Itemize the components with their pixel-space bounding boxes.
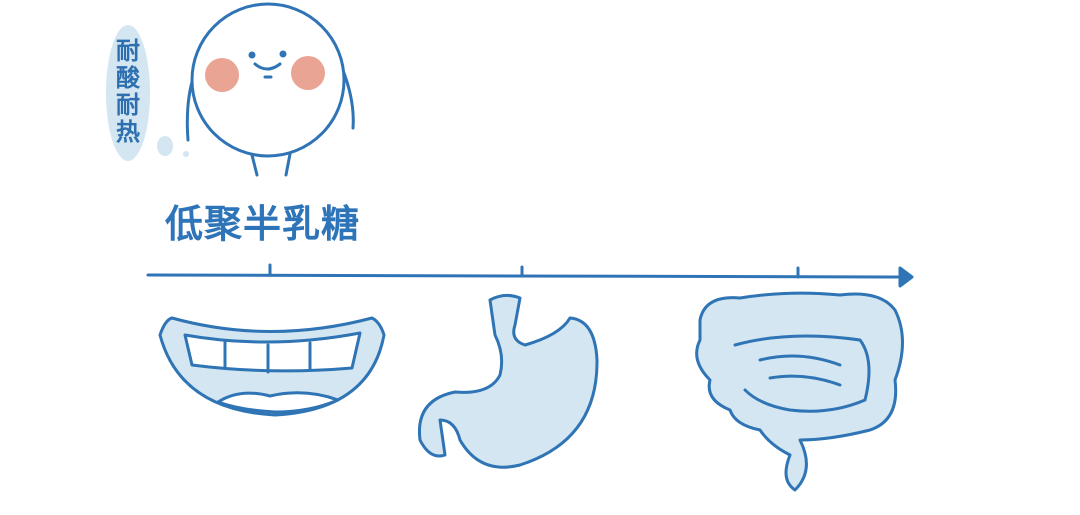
timeline-axis [146, 263, 914, 288]
thought-bubble [106, 25, 150, 161]
intestine-icon [695, 291, 904, 492]
mouth-icon [158, 316, 386, 417]
thought-bubble-dot [183, 151, 189, 157]
character-label: 低聚半乳糖 [165, 202, 361, 246]
stomach-icon [417, 293, 599, 469]
bubble-text: 耐酸耐热 [116, 37, 140, 146]
character-icon [185, 2, 355, 177]
thought-bubble-dot [157, 136, 173, 156]
